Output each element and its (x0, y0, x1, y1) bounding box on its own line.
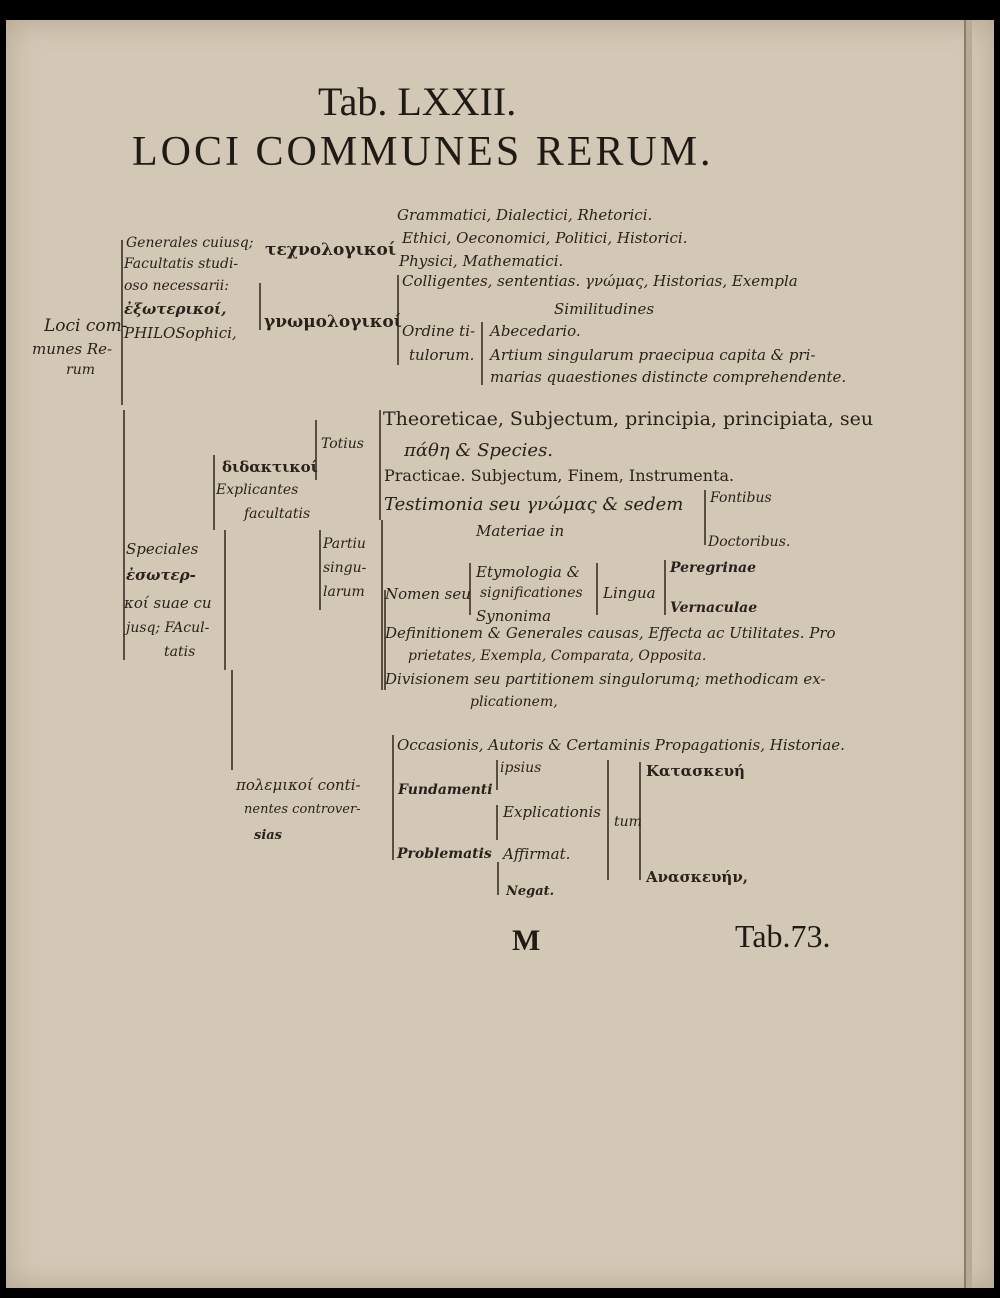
root-label-line2: munes Re- (32, 340, 113, 358)
partium-line3: larum (323, 584, 365, 600)
vernaculae: Vernaculae (670, 600, 758, 616)
speciales-line5: tatis (164, 644, 196, 660)
speciales-line4: jusq; FAcul- (126, 620, 210, 636)
partium-line1: Partiu (323, 536, 366, 552)
generales-line4: ἐξωτερικοί, (124, 300, 227, 318)
occasionis-line: Occasionis, Autoris & Certaminis Propaga… (397, 736, 845, 754)
partium-line2: singu- (323, 560, 367, 576)
didactici-line2: Explicantes (216, 482, 299, 498)
anaskeuen: Ανασκευήν, (646, 868, 748, 886)
ipsius: ipsius (500, 760, 542, 776)
ordine-line1: Ordine ti- (402, 322, 476, 340)
generales-line5: PHILOSophici, (124, 324, 237, 342)
abecedario: Abecedario. (490, 322, 581, 340)
didactici-line1: διδακτικοί (222, 458, 318, 476)
main-title: LOCI COMMUNES RERUM. (132, 129, 714, 175)
doctoribus: Doctoribus. (708, 534, 791, 550)
problematis: Problematis (397, 846, 492, 862)
fontibus: Fontibus (710, 490, 772, 506)
similitudines: Similitudines (554, 300, 655, 318)
totius-label: Totius (321, 436, 364, 452)
significationes: significationes (480, 585, 583, 601)
didactici-line3: facultatis (244, 506, 311, 522)
generales-line3: oso necessarii: (124, 278, 229, 294)
polemici-line2: nentes controver- (244, 802, 361, 817)
generales-line2: Facultatis studi- (124, 256, 239, 272)
affirmat: Affirmat. (503, 845, 571, 863)
ordine-line2: tulorum. (409, 346, 475, 364)
artium-line1: Artium singularum praecipua capita & pri… (490, 346, 816, 364)
theoreticae-line2: πάθη & Species. (404, 440, 554, 461)
speciales-line2: ἐσωτερ- (126, 566, 196, 584)
testimonia-line: Testimonia seu γνώμας & sedem (384, 494, 684, 515)
kataskeue: Κατασκευή (646, 762, 745, 780)
synonima: Synonima (476, 607, 552, 625)
technologici-item-3: Physici, Mathematici. (399, 252, 564, 270)
root-label-line1: Loci com- (44, 316, 128, 336)
technologici-label: τεχνολογικοί (265, 240, 397, 260)
technologici-item-1: Grammatici, Dialectici, Rhetorici. (397, 206, 653, 224)
signature-mark: M (512, 924, 541, 957)
peregrinae: Peregrinae (670, 560, 756, 576)
definitionem-line1: Definitionem & Generales causas, Effecta… (385, 624, 836, 642)
root-label-line3: rum (66, 362, 95, 378)
gnomologici-label: γνωμολογικοί (264, 312, 403, 332)
practicae-line: Practicae. Subjectum, Finem, Instrumenta… (384, 466, 735, 485)
page-gutter (964, 20, 972, 1288)
nomen-seu: Nomen seu (385, 585, 471, 603)
materiae-in: Materiae in (476, 522, 565, 540)
book-page (6, 20, 994, 1288)
tab-title: Tab. LXXII. (318, 79, 517, 124)
polemici-line3: sias (254, 828, 282, 843)
generales-line1: Generales cuiusq; (126, 235, 254, 251)
fundamenti: Fundamenti (398, 782, 493, 798)
speciales-line3: κοί suae cu (124, 594, 212, 612)
definitionem-line2: prietates, Exempla, Comparata, Opposita. (408, 648, 707, 664)
divisionem-line1: Divisionem seu partitionem singulorumq; … (385, 670, 826, 688)
colligentes-line: Colligentes, sententias. γνώμας, Histori… (402, 272, 798, 290)
theoreticae-line1: Theoreticae, Subjectum, principia, princ… (383, 408, 874, 430)
artium-line2: marias quaestiones distincte comprehende… (490, 368, 847, 386)
explicationis: Explicationis (503, 803, 601, 821)
technologici-item-2: Ethici, Oeconomici, Politici, Historici. (402, 229, 688, 247)
tum: tum (614, 814, 642, 830)
polemici-line1: πολεμικοί conti- (236, 776, 361, 794)
divisionem-line2: plicationem, (470, 694, 558, 710)
etymologia: Etymologia & (476, 563, 580, 581)
lingua: Lingua (603, 584, 656, 602)
catchword: Tab.73. (735, 918, 831, 954)
negat: Negat. (506, 884, 555, 899)
speciales-line1: Speciales (126, 540, 199, 558)
